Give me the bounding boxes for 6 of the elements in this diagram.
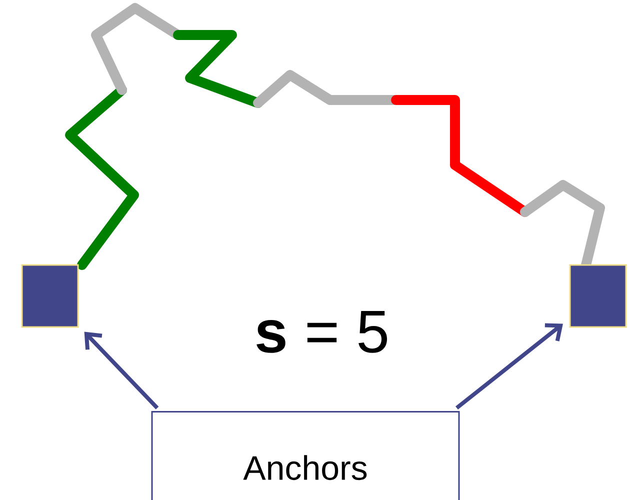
formula-label: s = 5 [256,311,387,353]
arrow [456,323,563,410]
anchor-square [21,264,79,328]
anchor-square [569,264,627,328]
arrow [84,332,159,410]
label-box: Anchors [151,410,460,500]
